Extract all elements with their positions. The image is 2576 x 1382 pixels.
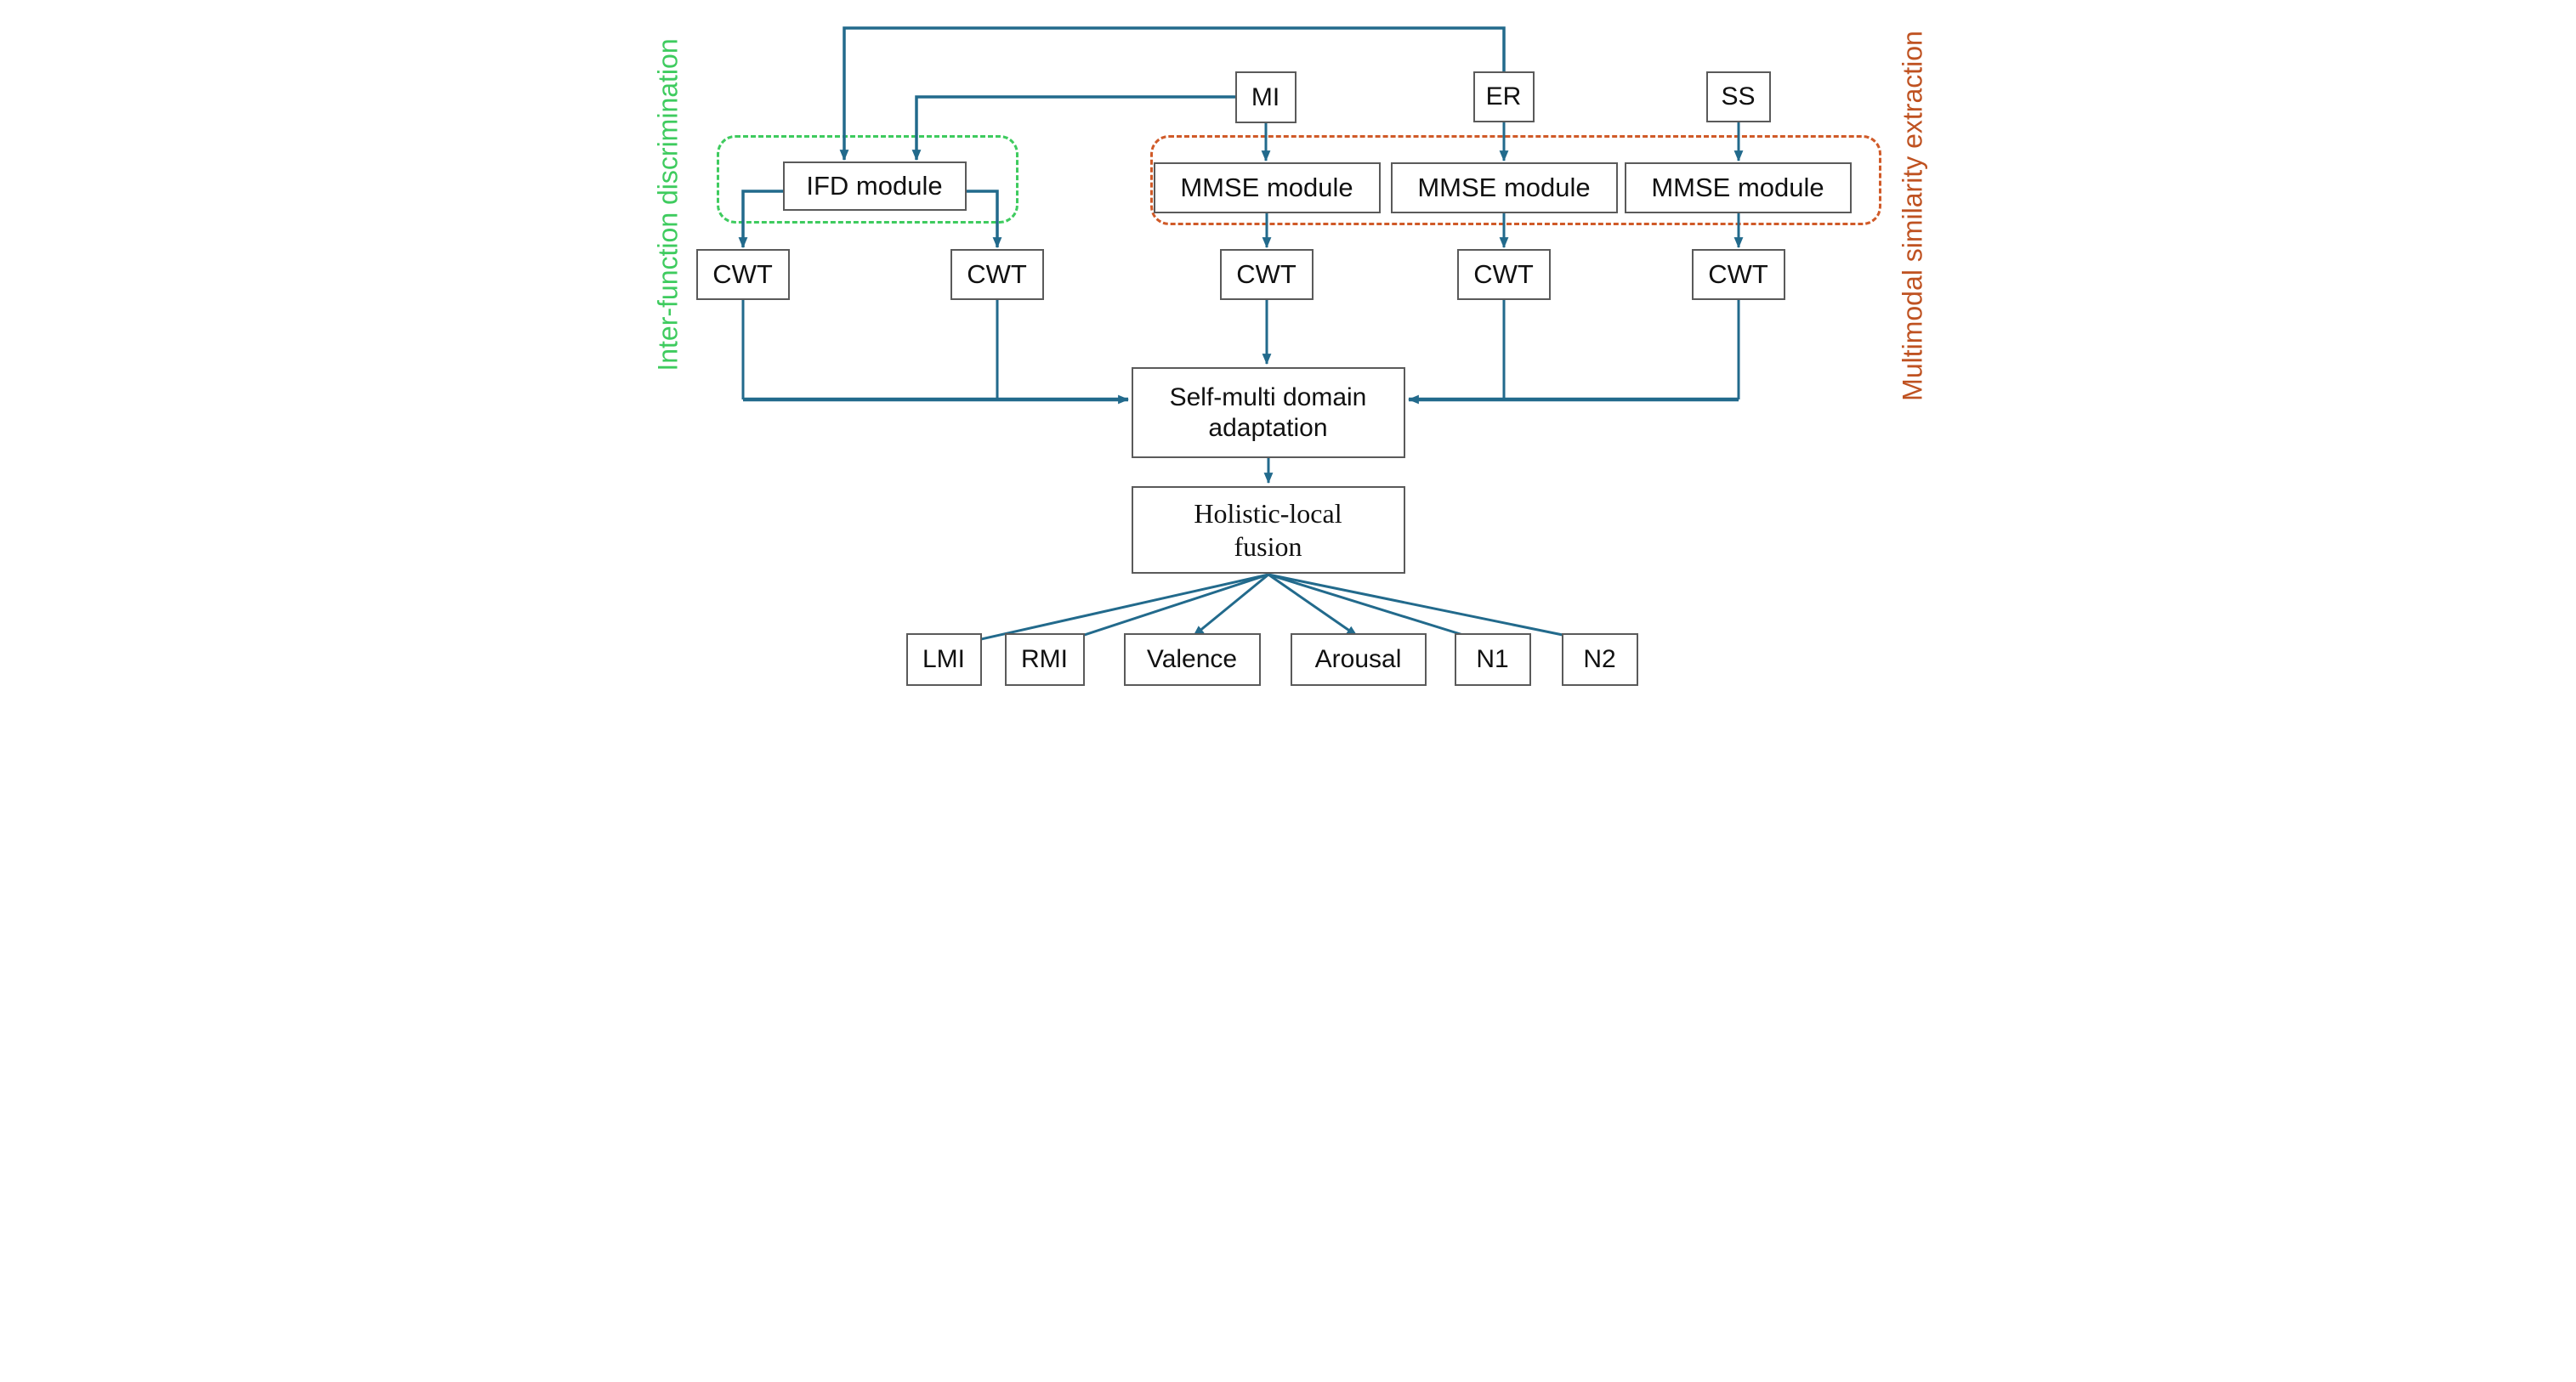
edge-er-to-ifd: [839, 26, 1506, 161]
output-box-rmi: RMI: [1004, 633, 1085, 686]
node-er: ER: [1472, 71, 1535, 122]
edge-hlf-to-n1: [1268, 573, 1491, 645]
connectors-layer: [738, 26, 1743, 649]
node-cwt-1: CWT: [695, 249, 790, 300]
output-box-arousal: Arousal: [1290, 633, 1427, 686]
output-box-lmi: LMI: [905, 633, 982, 686]
smda-label: Self-multi domain adaptation: [1169, 382, 1367, 442]
node-ifd-module: IFD module: [782, 161, 967, 211]
multimodal-similarity-extraction-group: [1149, 135, 1881, 225]
node-cwt-4: CWT: [1456, 249, 1551, 300]
edge-mi-to-ifd: [911, 95, 1235, 161]
hlf-label: Holistic-local fusion: [1194, 498, 1342, 562]
node-holistic-local-fusion: Holistic-local fusion: [1131, 486, 1405, 574]
edge-hlf-to-n2: [1268, 573, 1597, 644]
edge-ifd-to-cwt1: [738, 190, 783, 249]
edge-hlf-to-rmi: [1047, 573, 1268, 649]
node-mmse-module-2: MMSE module: [1390, 162, 1618, 213]
node-cwt-3: CWT: [1219, 249, 1314, 300]
node-self-multi-domain-adaptation: Self-multi domain adaptation: [1131, 367, 1405, 458]
output-box-valence: Valence: [1123, 633, 1261, 686]
node-mmse-module-1: MMSE module: [1153, 162, 1381, 213]
architecture-diagram: Inter-function discrimination Multimodal…: [644, 0, 1932, 691]
edge-hlf-to-arousal: [1267, 573, 1358, 637]
inter-function-discrimination-group: [716, 135, 1018, 224]
output-box-n2: N2: [1561, 633, 1638, 686]
output-box-n1: N1: [1454, 633, 1531, 686]
node-mmse-module-3: MMSE module: [1624, 162, 1852, 213]
node-ss: SS: [1705, 71, 1771, 122]
node-cwt-5: CWT: [1691, 249, 1785, 300]
edge-hlf-to-lmi: [945, 573, 1268, 649]
edge-hlf-to-valence: [1192, 573, 1269, 637]
node-cwt-2: CWT: [950, 249, 1044, 300]
node-mi: MI: [1234, 71, 1297, 123]
edge-ifd-to-cwt2: [966, 190, 1001, 249]
